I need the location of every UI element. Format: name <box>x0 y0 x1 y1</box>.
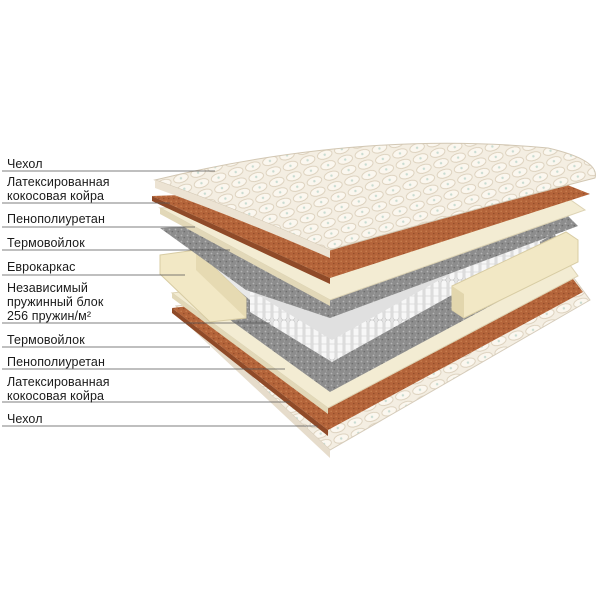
label-coir-top: Латексированная кокосовая койра <box>7 175 110 203</box>
label-cover-top: Чехол <box>7 157 43 171</box>
label-coir-bottom: Латексированная кокосовая койра <box>7 375 110 403</box>
leader-lines <box>2 170 318 427</box>
label-cover-bottom: Чехол <box>7 412 43 426</box>
label-felt-bottom: Термовойлок <box>7 333 85 347</box>
label-foam-top: Пенополиуретан <box>7 212 105 226</box>
label-euro-frame: Еврокаркас <box>7 260 76 274</box>
label-foam-bottom: Пенополиуретан <box>7 355 105 369</box>
label-felt-top: Термовойлок <box>7 236 85 250</box>
label-spring-block: Независимый пружинный блок 256 пружин/м² <box>7 281 104 323</box>
